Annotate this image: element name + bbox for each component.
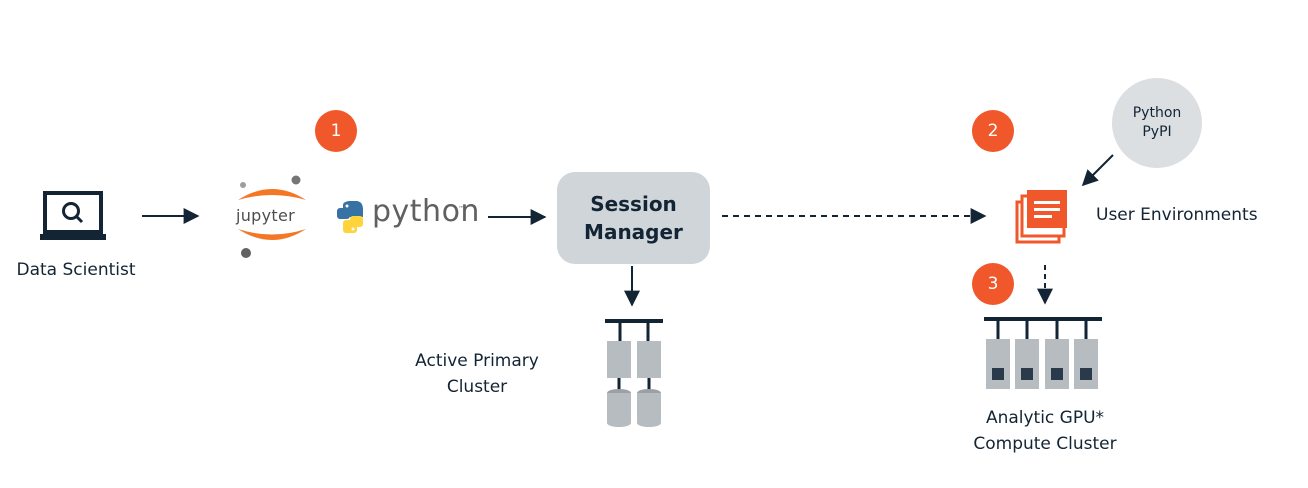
session-manager-line-1: Session [590,192,677,216]
step-badge-3: 3 [972,263,1014,305]
data-scientist-label: Data Scientist [16,260,136,280]
arrow-pypi-to-environments [1081,154,1114,187]
session-manager-line-2: Manager [584,220,683,244]
pypi-line-1: Python [1132,105,1182,121]
python-logo [337,201,363,233]
python-wordmark: python [372,194,480,229]
python-pypi-node: Python PyPI [1112,78,1202,168]
step-badge-2: 2 [972,110,1014,152]
python-trademark: ™ [458,205,465,213]
session-manager-node: Session Manager [557,172,710,264]
step-badge-1: 1 [315,110,357,152]
laptop-search-icon [40,191,106,240]
user-environments-label: User Environments [1096,205,1258,225]
active-primary-cluster-line-2: Cluster [446,377,508,397]
gpu-cluster-icon [984,317,1102,389]
gpu-cluster-line-2: Compute Cluster [973,434,1117,454]
stacked-documents-icon [1015,190,1067,244]
gpu-cluster-label: Analytic GPU* Compute Cluster [963,405,1127,457]
jupyter-wordmark: jupyter [236,206,296,225]
pypi-line-2: PyPI [1142,124,1172,140]
active-primary-cluster-line-1: Active Primary [415,351,539,371]
gpu-cluster-line-1: Analytic GPU* [985,408,1105,428]
active-primary-cluster-icon [605,319,663,427]
active-primary-cluster-label: Active Primary Cluster [407,348,547,400]
jupyter-logo [238,175,306,258]
